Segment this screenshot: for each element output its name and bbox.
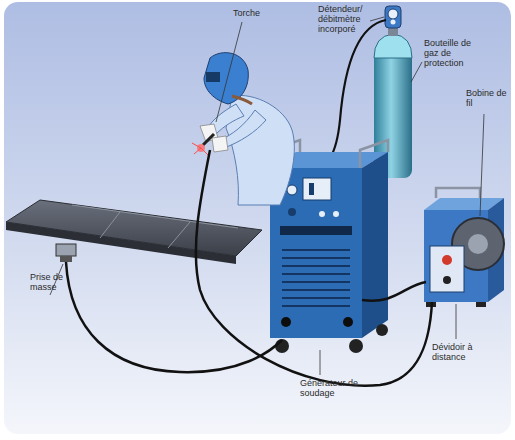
welding-generator-part-part — [282, 257, 350, 259]
leader-lines-part — [216, 22, 242, 122]
welding-generator-part — [349, 339, 363, 353]
welder-part — [206, 72, 220, 82]
welder-part — [212, 136, 228, 152]
leader-lines-part — [456, 304, 457, 339]
workpiece — [6, 200, 262, 264]
welder-part — [203, 134, 214, 145]
welding-generator-part-part — [282, 289, 350, 291]
wire-feeder — [424, 188, 504, 307]
sparks-part — [194, 148, 201, 154]
workpiece-part — [100, 212, 120, 238]
wire-feeder-part — [442, 255, 452, 265]
welding-generator-part — [333, 211, 339, 217]
welder — [200, 53, 294, 205]
welding-generator-part — [288, 208, 296, 216]
regulator-part — [388, 9, 398, 19]
part-label: Dévidoir à distance — [432, 342, 486, 362]
leader-lines-part — [411, 62, 422, 82]
wire-feeder-part — [443, 276, 451, 284]
regulator-part — [385, 6, 401, 28]
welding-generator-part-part — [282, 281, 350, 283]
wire-feeder-part — [476, 302, 486, 307]
welding-generator-part — [343, 317, 353, 327]
gas-hose — [330, 20, 386, 158]
ground-clamp-part — [56, 244, 76, 256]
ground-clamp — [56, 244, 76, 262]
torch-cable — [196, 150, 432, 386]
welding-generator-part — [309, 183, 314, 195]
gas-bottle-part — [374, 34, 412, 58]
part-label: Prise de masse — [30, 272, 74, 292]
part-label: Générateur de soudage — [300, 378, 360, 398]
leader-lines-part — [320, 350, 321, 375]
welding-generator-part — [287, 185, 297, 195]
workpiece-part — [168, 222, 190, 248]
regulator-part — [391, 20, 396, 25]
workpiece-part — [6, 222, 236, 264]
part-label: Bobine de fil — [466, 88, 510, 108]
welder-part — [232, 96, 252, 104]
welding-generator-part — [376, 324, 388, 336]
part-label: Bouteille de gaz de protection — [424, 38, 476, 68]
welding-generator-part — [362, 152, 388, 338]
welding-generator-part-part — [282, 305, 350, 307]
feeder-cable — [362, 282, 426, 301]
welding-generator-part — [282, 250, 350, 306]
welding-generator-part-part — [282, 297, 350, 299]
leader-lines-part — [480, 114, 484, 216]
wire-feeder-part — [436, 188, 480, 198]
part-label: Détendeur/ débitmètre incorporé — [318, 4, 370, 34]
welding-generator-part-part — [282, 273, 350, 275]
part-label: Torche — [233, 8, 273, 18]
sparks — [192, 143, 208, 155]
leader-lines-part — [370, 17, 384, 21]
welding-generator-part — [281, 317, 291, 327]
ground-clamp-part — [60, 256, 72, 262]
sparks-part — [201, 148, 208, 155]
welding-generator-part — [280, 226, 352, 235]
wire-feeder-part — [430, 246, 464, 292]
wire-feeder-part — [468, 234, 488, 254]
regulator — [385, 6, 401, 28]
welding-generator-part-part — [282, 265, 350, 267]
sparks-part — [192, 143, 201, 148]
ground-cable — [66, 262, 282, 372]
welding-generator-part — [319, 211, 325, 217]
welder-part — [204, 53, 248, 104]
workpiece-part — [72, 205, 238, 228]
welding-generator-part-part — [282, 249, 350, 251]
background-part — [4, 2, 511, 434]
leader-lines — [50, 17, 484, 375]
welding-generator-part — [303, 178, 331, 200]
